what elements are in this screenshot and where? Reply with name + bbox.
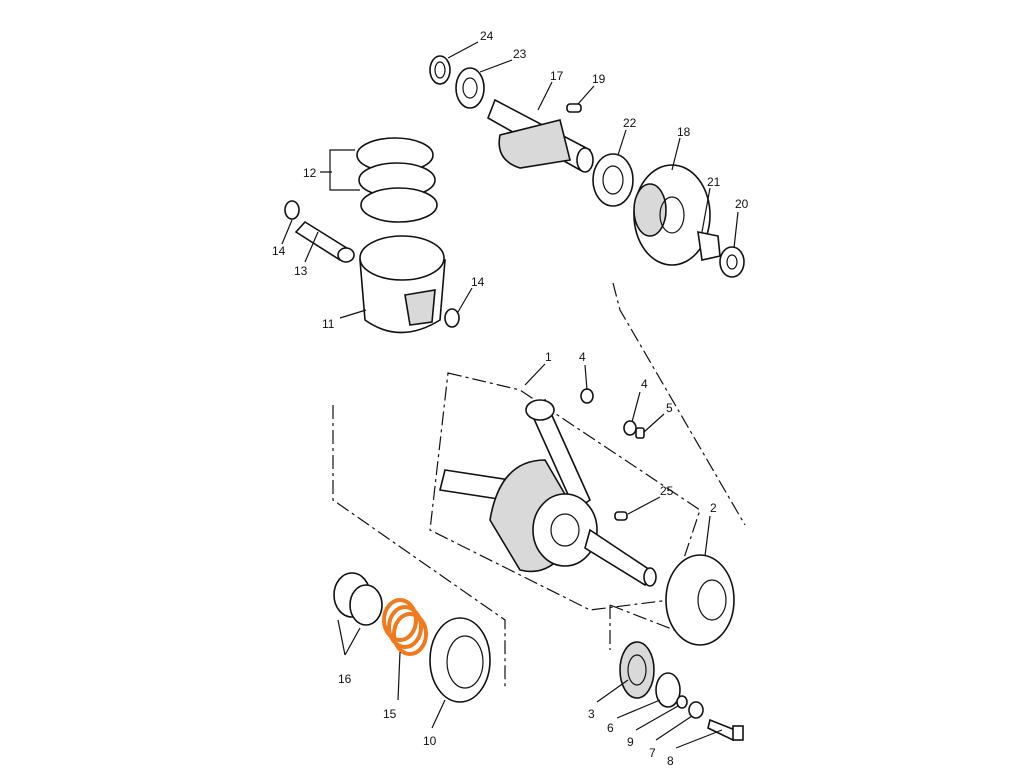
part-16-shims [333, 572, 383, 656]
label-13: 13 [294, 264, 308, 278]
label-1: 1 [545, 350, 552, 364]
part-18-balancer-gear [633, 164, 711, 266]
part-22-bearing [592, 153, 634, 207]
label-19: 19 [592, 72, 606, 86]
label-8: 8 [667, 754, 674, 768]
label-4-upper: 4 [579, 350, 586, 364]
part-11-piston [359, 235, 446, 334]
part-24-oil-seal [429, 55, 451, 85]
label-10: 10 [423, 734, 437, 748]
label-18: 18 [677, 125, 691, 139]
leader-lines [281, 41, 739, 749]
part-17-balancer-shaft [487, 98, 594, 173]
label-16: 16 [338, 672, 352, 686]
part-20-nut [719, 246, 745, 278]
label-21: 21 [707, 175, 721, 189]
part-25-key [614, 511, 628, 521]
label-7: 7 [649, 746, 656, 760]
label-22: 22 [623, 116, 637, 130]
part-7-washer [688, 701, 704, 719]
part-21-lock-washer [697, 230, 721, 261]
part-10-bearing [429, 617, 491, 703]
part-2-crank-gear [665, 554, 735, 646]
part-9-washer [676, 695, 688, 709]
label-14-left: 14 [272, 244, 286, 258]
part-12-piston-rings [329, 137, 438, 223]
label-6: 6 [607, 721, 614, 735]
label-15: 15 [383, 707, 397, 721]
part-4-dowel-upper [580, 388, 594, 404]
part-5-pin [635, 427, 645, 439]
assembly-outline-right [612, 282, 746, 526]
label-14-right: 14 [471, 275, 485, 289]
part-19-key [566, 103, 582, 113]
part-3-plate [619, 641, 655, 699]
label-12: 12 [303, 166, 317, 180]
part-8-bolt [707, 718, 744, 742]
part-4-dowel-lower [623, 420, 637, 436]
label-3: 3 [588, 707, 595, 721]
part-14-clip-left [284, 200, 300, 220]
label-5: 5 [666, 401, 673, 415]
label-2: 2 [710, 501, 717, 515]
part-15-spacer-highlighted [382, 598, 428, 656]
label-24: 24 [480, 29, 494, 43]
label-4-lower: 4 [641, 377, 648, 391]
part-6-circlip [655, 672, 681, 708]
part-14-clip-right [444, 308, 460, 328]
label-9: 9 [627, 735, 634, 749]
label-25: 25 [660, 484, 674, 498]
label-17: 17 [550, 69, 564, 83]
part-13-piston-pin [294, 220, 355, 263]
part-1-crankshaft [439, 398, 657, 587]
part-23-bearing [455, 67, 485, 109]
label-20: 20 [735, 197, 749, 211]
label-11: 11 [322, 317, 335, 331]
label-23: 23 [513, 47, 527, 61]
